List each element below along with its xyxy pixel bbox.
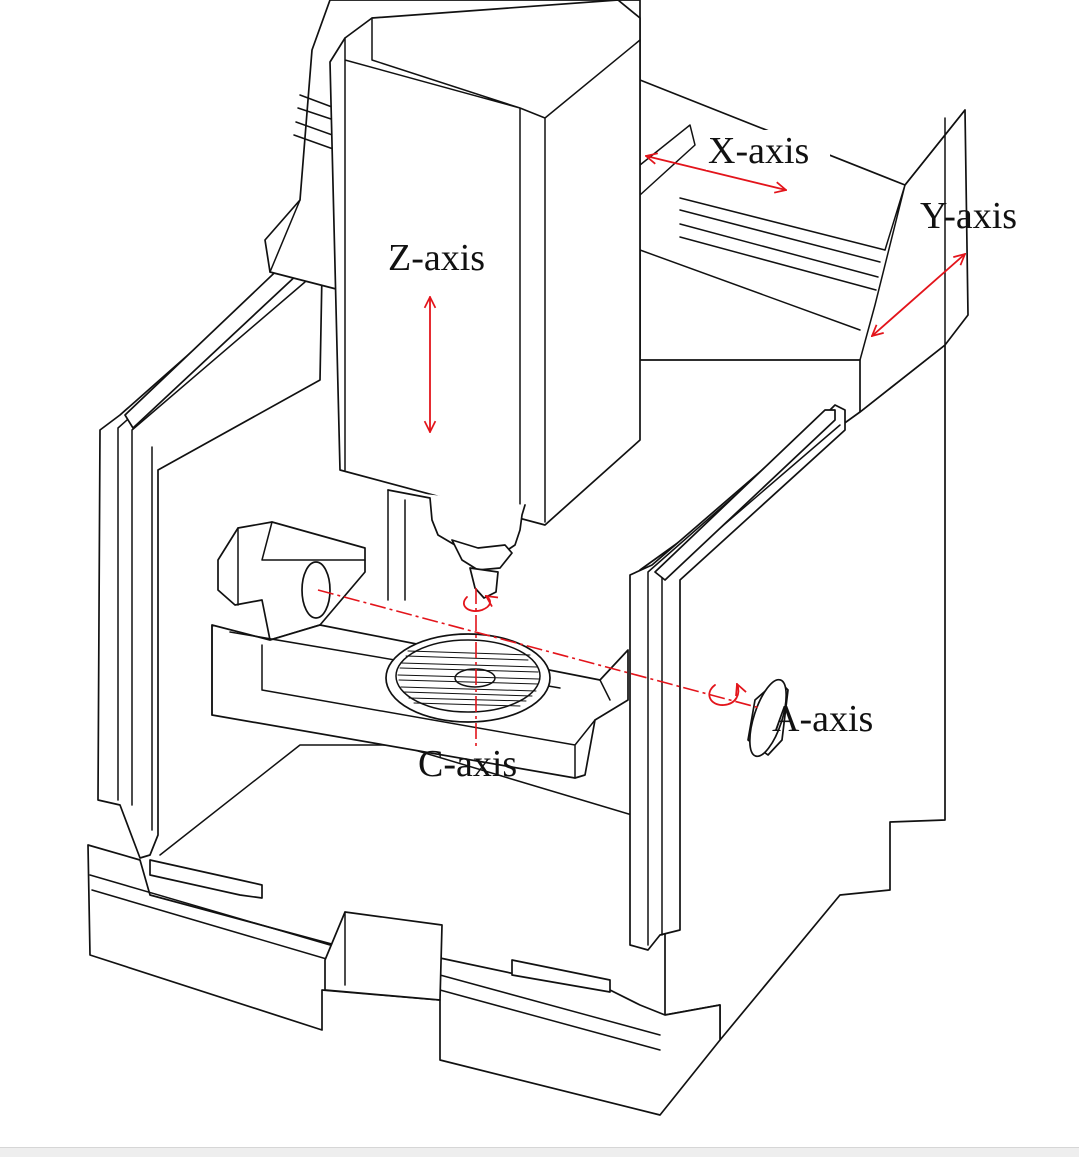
bottom-scroll-strip — [0, 1147, 1079, 1157]
base-step-right — [511, 959, 611, 993]
trunnion-table — [211, 521, 789, 779]
z-label-bg — [386, 236, 508, 276]
base-notch — [324, 911, 443, 1001]
spindle-head — [329, 0, 641, 601]
spindle-housing-edges — [344, 17, 641, 523]
a-axis-rotation-arrow — [708, 684, 738, 706]
y-axis-label: Y-axis — [920, 195, 1017, 237]
rotary-table — [385, 633, 551, 723]
beam-lower-edge — [269, 199, 861, 331]
right-upright-rail — [647, 411, 841, 946]
z-axis-label: Z-axis — [388, 237, 485, 279]
a-axis-centerline — [317, 589, 761, 709]
beam-groove-right — [679, 197, 886, 291]
rotary-table-center — [454, 668, 496, 688]
axis-indicators — [317, 156, 965, 750]
axis-labels: X-axis Y-axis Z-axis A-axis C-axis — [386, 130, 1017, 785]
c-axis-rotation-arrow — [462, 596, 490, 612]
trunnion-left-bore — [301, 561, 331, 619]
x-axis-label: X-axis — [708, 130, 809, 172]
x-axis-arrow — [646, 156, 786, 190]
trunnion-left-edges — [237, 521, 366, 606]
base-step-left — [149, 859, 263, 899]
c-axis-label: C-axis — [418, 743, 517, 785]
rotary-table-inner — [395, 639, 541, 713]
left-upright-rail — [117, 271, 306, 831]
tool-holder — [451, 539, 513, 571]
x-label-bg — [706, 130, 830, 170]
right-upright-top-rail — [654, 409, 836, 581]
trunnion-left-support — [217, 521, 366, 641]
a-axis-label: A-axis — [772, 698, 873, 740]
a-axis-face — [748, 678, 788, 758]
base-rail — [89, 874, 661, 1051]
tool — [469, 567, 499, 599]
inner-floor — [159, 744, 633, 856]
y-axis-arrow — [872, 254, 965, 336]
beam-groove-top — [293, 94, 341, 151]
spindle-column-back — [387, 489, 406, 601]
